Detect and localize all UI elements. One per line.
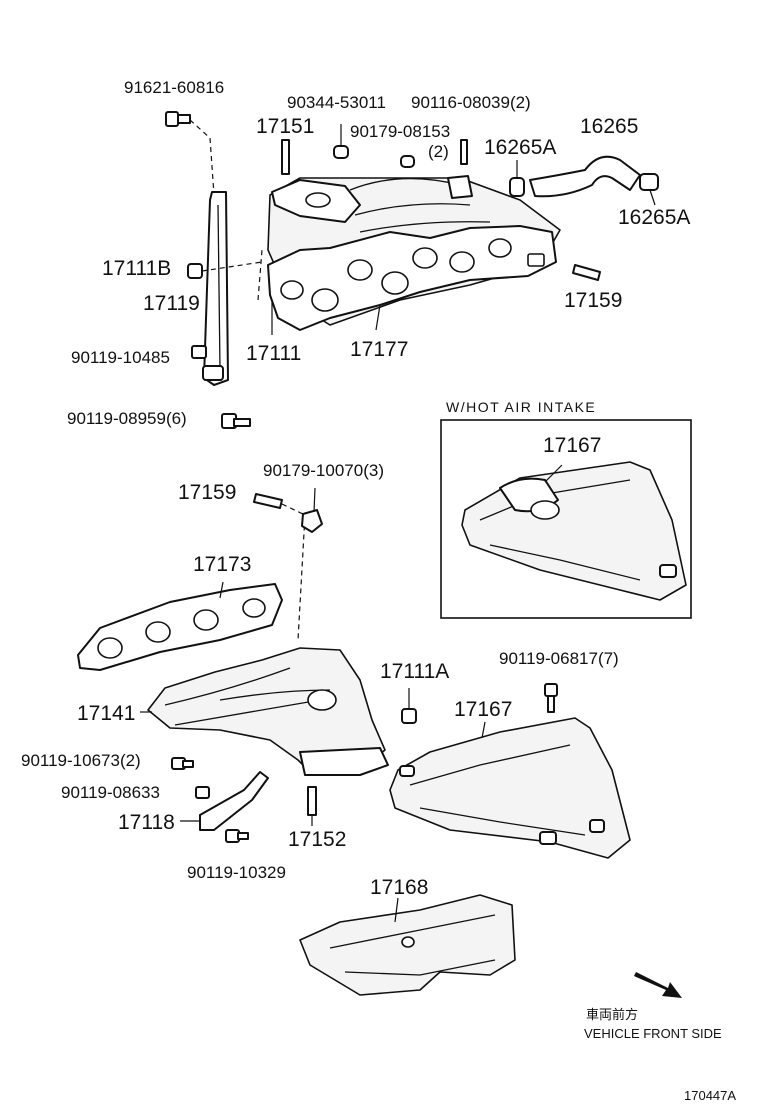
label-90119-10485: 90119-10485 [71, 348, 170, 367]
bolt-90119-08959-icon [221, 413, 251, 429]
intake-manifold-assembly [267, 175, 561, 331]
label-17118: 17118 [118, 811, 175, 834]
inset-caption: W/HOT AIR INTAKE [446, 399, 596, 415]
heat-insulator-17167-hot-air-icon [461, 461, 687, 601]
label-90116-08039: 90116-08039(2) [411, 93, 531, 112]
label-90119-08959: 90119-08959(6) [67, 409, 187, 428]
manifold-stay-17118-icon [199, 771, 269, 831]
clamp-16265a-bottom-icon [639, 173, 659, 191]
gasket-90179-08153-icon [400, 155, 415, 168]
heat-insulator-17167-icon [389, 717, 631, 859]
label-17159-mid: 17159 [178, 481, 236, 504]
label-90119-08633: 90119-08633 [61, 783, 160, 802]
nut-90179-10070-icon [301, 509, 323, 533]
label-91621-60816: 91621-60816 [124, 78, 224, 97]
stud-17159-mid-icon [253, 493, 283, 509]
label-17177: 17177 [350, 338, 408, 361]
stud-90116-08039-icon [460, 139, 468, 165]
stud-17152-icon [307, 786, 317, 816]
direction-label-jp: 車両前方 [586, 1007, 638, 1022]
label-16265a-top: 16265A [484, 136, 556, 159]
stud-17151-icon [281, 139, 290, 175]
direction-label-en: VEHICLE FRONT SIDE [584, 1026, 722, 1041]
label-90179-10070: 90179-10070(3) [263, 461, 384, 480]
label-90179-08153-qty: (2) [428, 142, 449, 161]
stud-17159-top-icon [572, 264, 601, 281]
label-90119-10329: 90119-10329 [187, 863, 286, 882]
hot-air-intake-inset-frame [440, 419, 692, 619]
label-17168: 17168 [370, 876, 428, 899]
label-17111b: 17111B [102, 257, 171, 280]
label-17151: 17151 [256, 115, 314, 138]
label-17167: 17167 [454, 698, 512, 721]
label-17152: 17152 [288, 828, 346, 851]
hose-16265-icon [529, 155, 641, 198]
nut-17111b-icon [187, 263, 203, 279]
bolt-90119-10673-icon [171, 757, 194, 770]
label-90344-53011: 90344-53011 [287, 93, 386, 112]
label-16265: 16265 [580, 115, 638, 138]
label-16265a-bottom: 16265A [618, 206, 690, 229]
exhaust-gasket-17173-icon [77, 583, 283, 671]
label-17141: 17141 [77, 702, 135, 725]
label-17167-hot-air: 17167 [543, 434, 601, 457]
figure-code: 170447A [684, 1088, 736, 1103]
label-17173: 17173 [193, 553, 251, 576]
bolt-90119-10485-icon [191, 345, 207, 359]
label-90119-06817: 90119-06817(7) [499, 649, 619, 668]
label-17119: 17119 [143, 292, 200, 315]
nut-17111a-icon [401, 708, 417, 724]
manifold-stay-17119-icon [202, 191, 229, 386]
label-17111: 17111 [246, 342, 301, 365]
vehicle-front-arrow-icon [634, 972, 682, 998]
bolt-90119-06817-icon [544, 683, 558, 713]
heat-insulator-17168-icon [299, 894, 516, 996]
gasket-90344-53011-icon [333, 145, 349, 159]
bolt-90119-08633-icon [195, 786, 210, 799]
bolt-91621-60816-icon [165, 111, 191, 127]
label-90179-08153: 90179-08153 [350, 122, 450, 141]
exhaust-manifold-17141-icon [147, 647, 389, 776]
clamp-16265a-top-icon [509, 177, 525, 197]
label-17159-top: 17159 [564, 289, 622, 312]
bolt-90119-10329-icon [225, 829, 249, 843]
label-90119-10673: 90119-10673(2) [21, 751, 141, 770]
part-labels: 91621-60816 90344-53011 90116-08039(2) 1… [21, 78, 736, 1103]
label-17111a: 17111A [380, 660, 449, 683]
